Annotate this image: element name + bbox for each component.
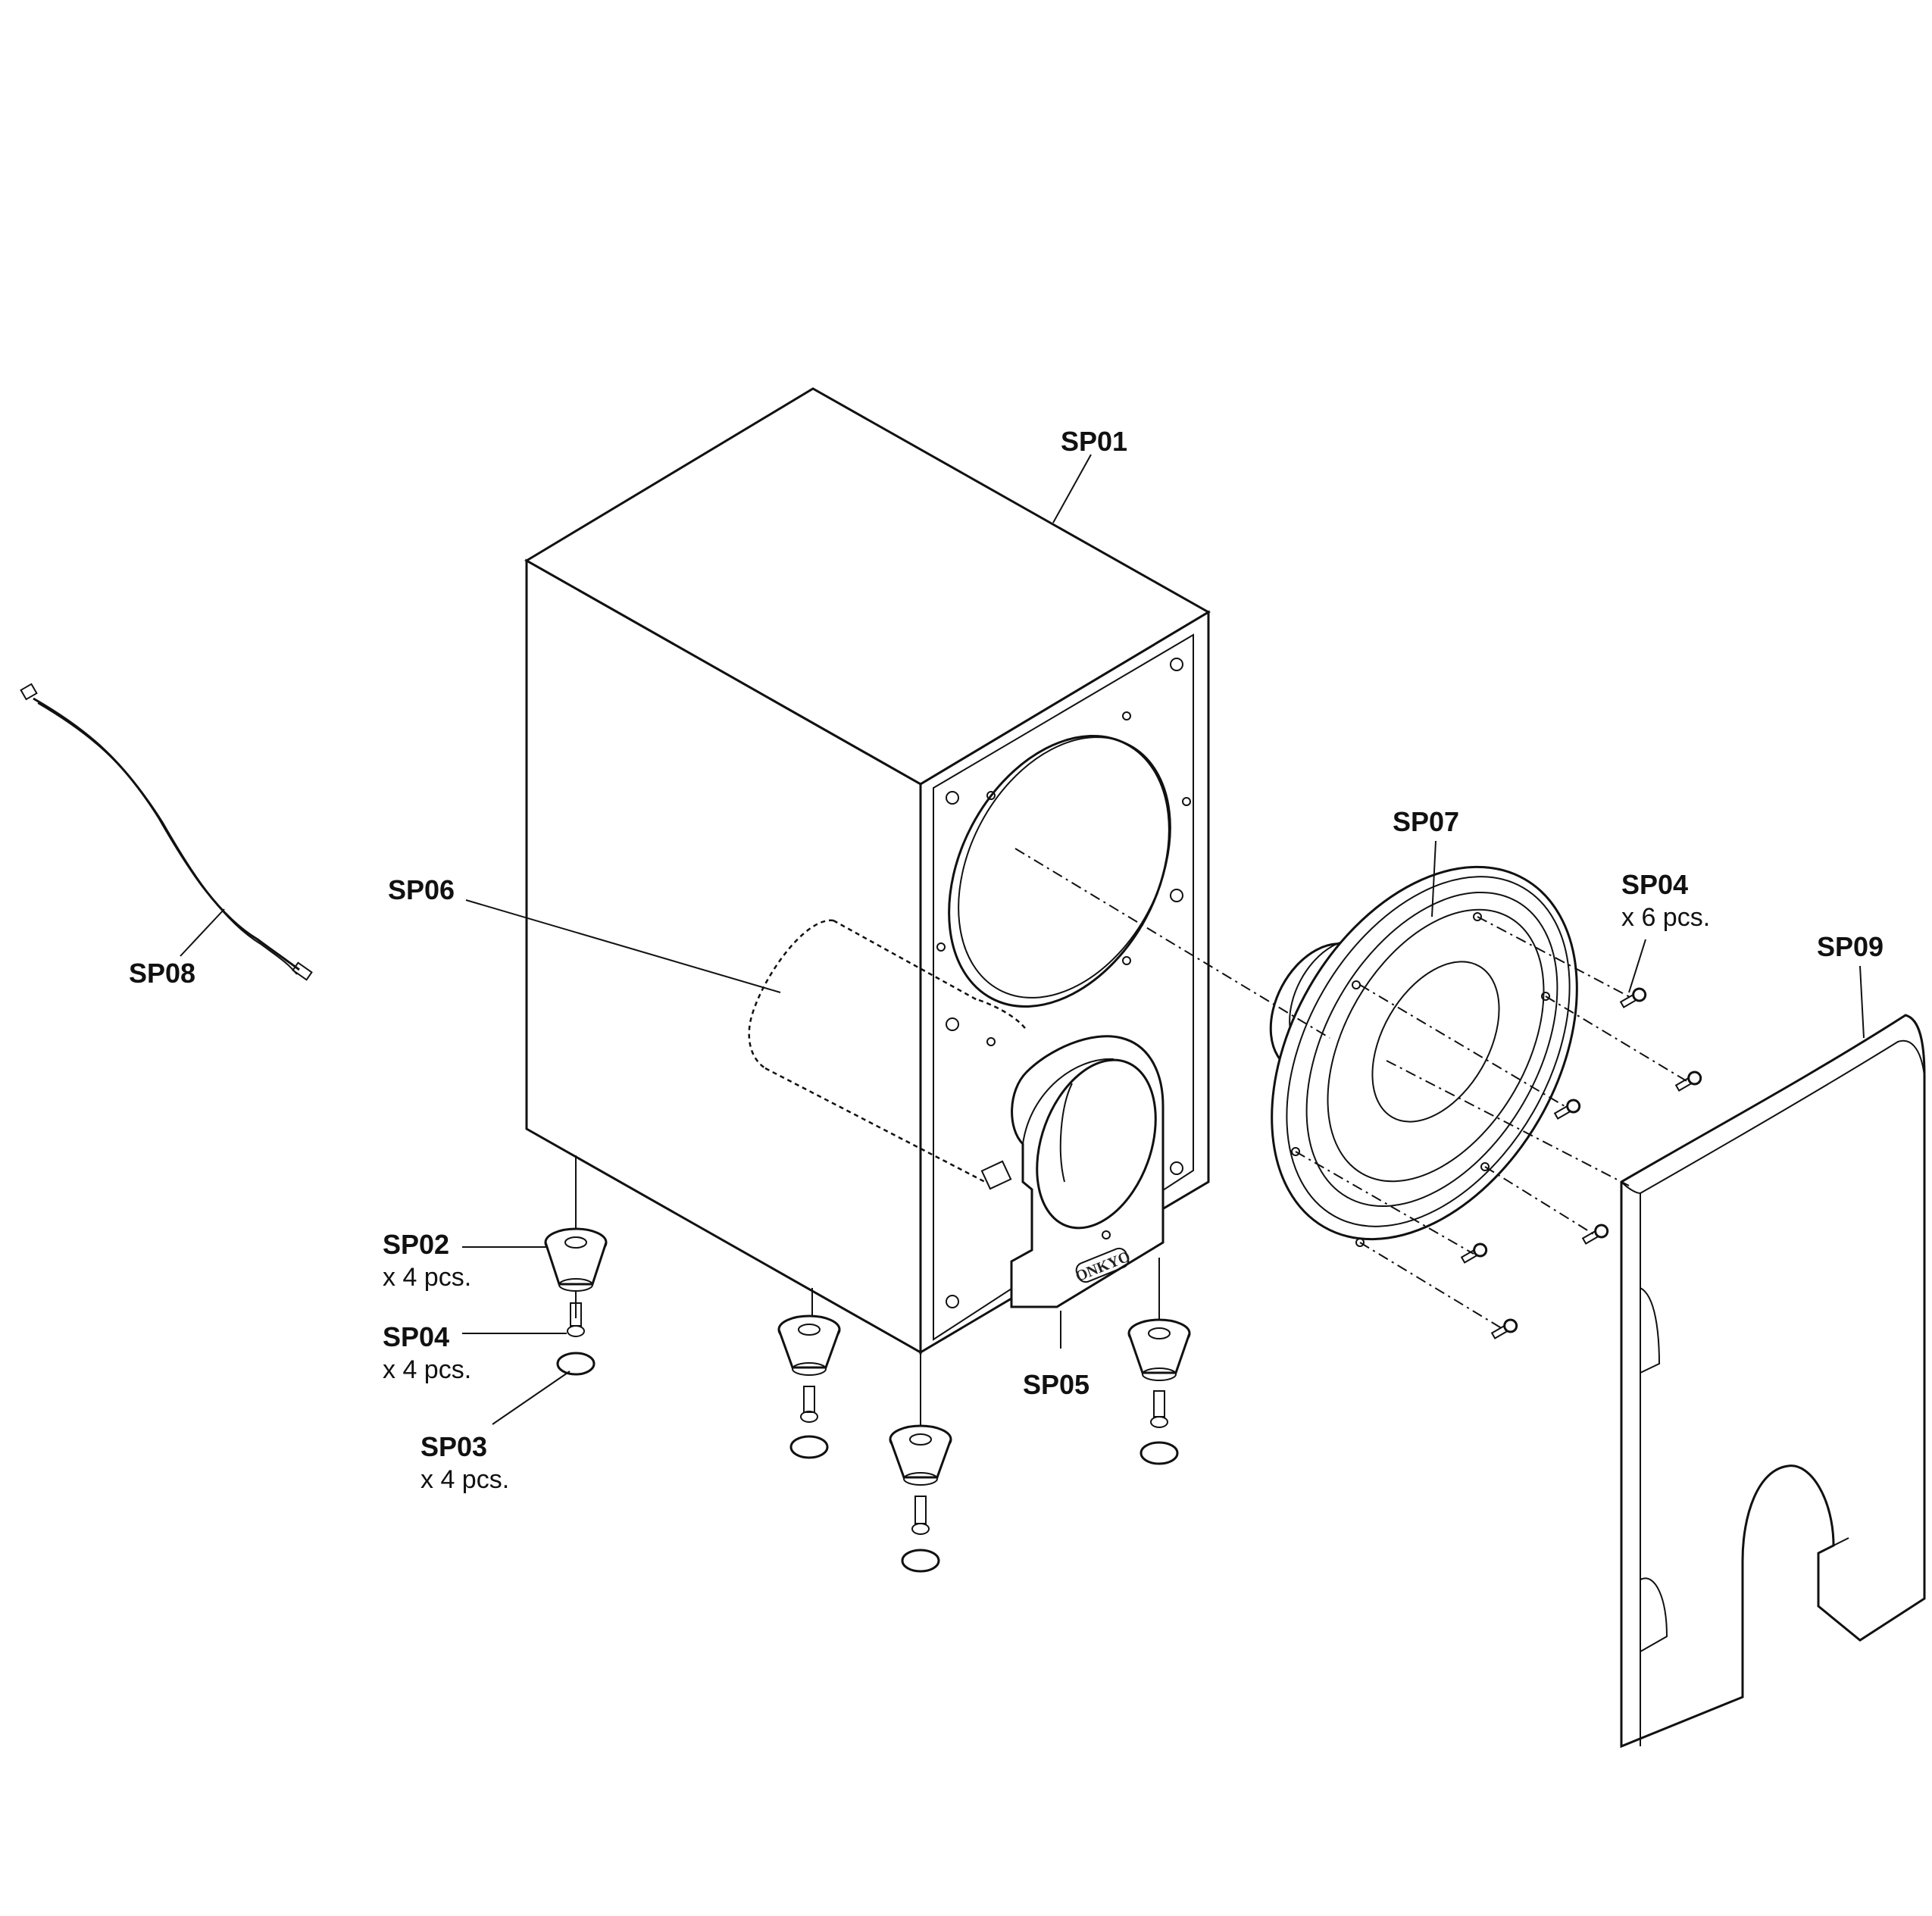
sp05-port-bracket: ONKYO xyxy=(980,1035,1165,1308)
sp08-speaker-cable xyxy=(20,683,313,981)
driver-screws xyxy=(1460,987,1702,1339)
sp09-front-grille xyxy=(1620,1014,1926,1749)
label-sp04-driver: SP04 xyxy=(1621,869,1688,900)
foot-set-2 xyxy=(777,1314,841,1459)
label-sp06: SP06 xyxy=(388,874,455,905)
label-sp01: SP01 xyxy=(1061,426,1127,457)
label-sp03: SP03 xyxy=(420,1431,487,1462)
label-sp09: SP09 xyxy=(1817,931,1884,962)
label-sp02: SP02 xyxy=(383,1229,449,1260)
label-sp08: SP08 xyxy=(129,958,195,989)
foot-set-3 xyxy=(889,1424,952,1573)
alignment-lines xyxy=(1014,848,1689,1330)
qty-sp04-driver: x 6 pcs. xyxy=(1621,903,1710,932)
qty-sp02: x 4 pcs. xyxy=(383,1263,471,1292)
label-sp04-feet: SP04 xyxy=(383,1321,449,1352)
foot-set-1 xyxy=(544,1227,608,1376)
qty-sp04-feet: x 4 pcs. xyxy=(383,1355,471,1384)
leader-lines xyxy=(462,454,1865,1425)
part-labels: SP01 SP06 SP08 SP07 SP04 x 6 pcs. SP09 S… xyxy=(129,426,1884,1494)
sp07-woofer-driver xyxy=(1269,865,1578,1247)
qty-sp03: x 4 pcs. xyxy=(420,1465,509,1494)
label-sp07: SP07 xyxy=(1393,806,1459,837)
label-sp05: SP05 xyxy=(1023,1369,1089,1400)
foot-set-4 xyxy=(1127,1318,1191,1465)
